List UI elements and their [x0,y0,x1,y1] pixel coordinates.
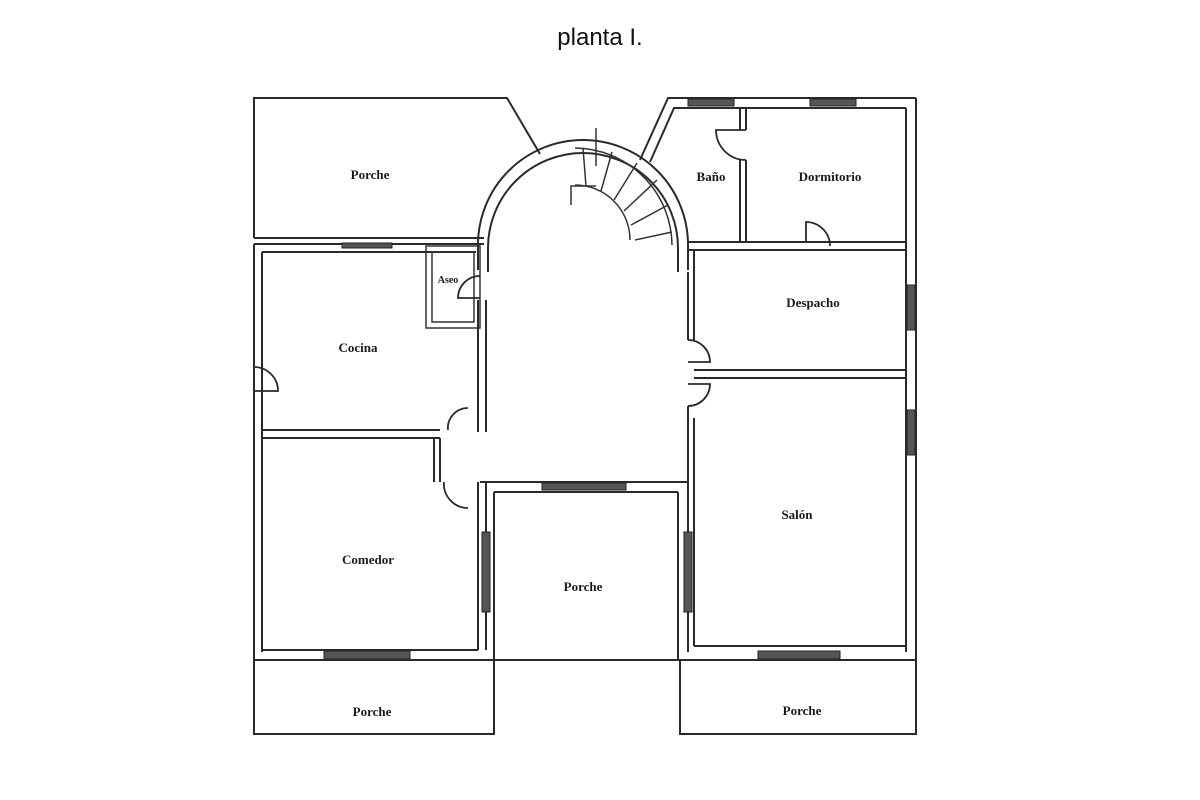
living-walls [683,406,916,660]
label-dormitorio: Dormitorio [799,169,862,184]
kitchen-walls [253,242,487,439]
dining-walls [262,438,491,660]
label-comedor: Comedor [342,552,394,567]
label-porche-bottom-right: Porche [783,703,822,718]
porch-top-left [253,97,541,245]
plan-title: planta I. [557,24,643,51]
office-walls [687,250,916,407]
label-porche-center: Porche [564,579,603,594]
label-cocina: Cocina [339,340,379,355]
label-aseo: Aseo [438,275,459,286]
bottom-porches [253,659,917,735]
label-bano: Baño [697,169,726,184]
label-despacho: Despacho [786,295,839,310]
stair-hall [477,128,689,272]
center-porch-walls [480,481,688,660]
label-salon: Salón [781,507,813,522]
label-porche-top: Porche [351,167,390,182]
bath-bedroom-walls [687,98,906,251]
label-porche-bottom-left: Porche [353,704,392,719]
